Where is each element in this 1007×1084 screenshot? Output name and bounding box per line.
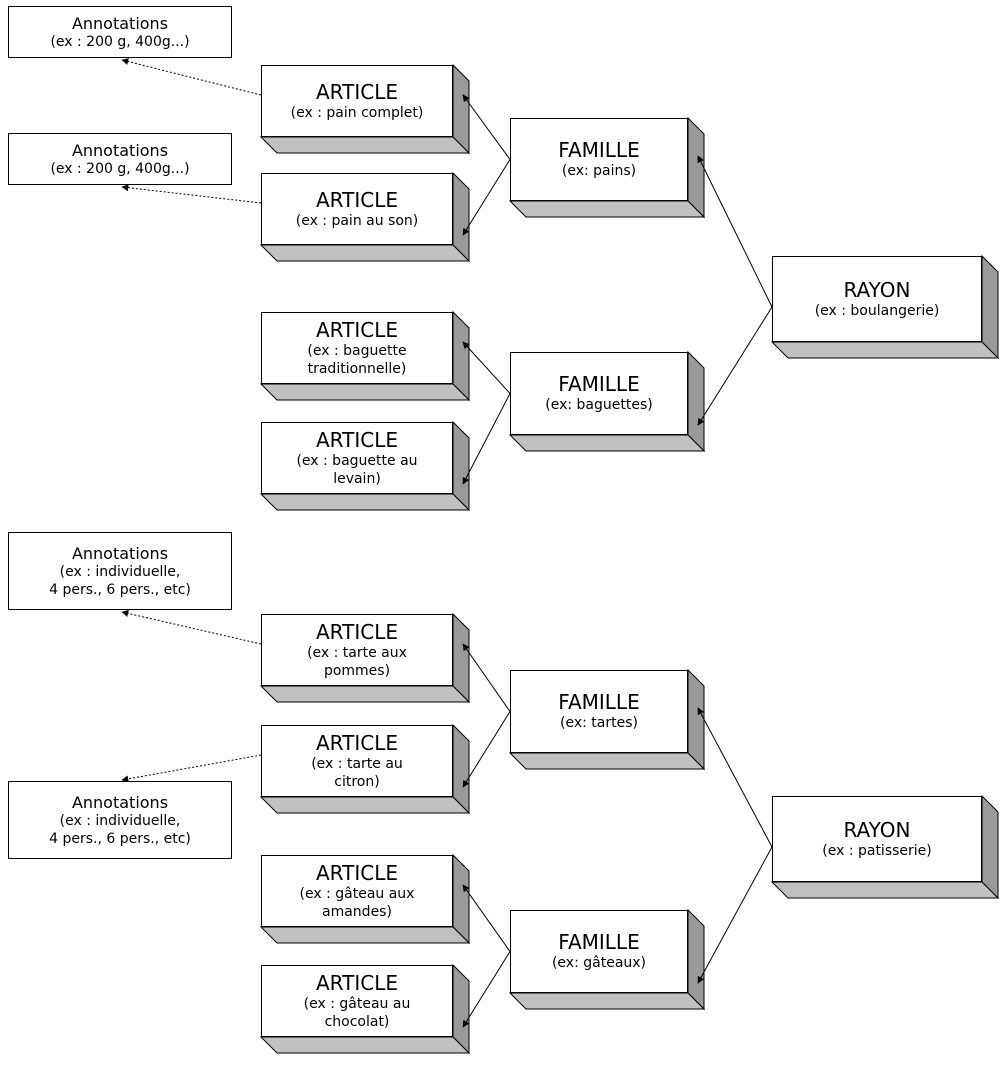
annotation-example: (ex : individuelle, 4 pers., 6 pers., et…	[49, 563, 191, 598]
box-bottom-face	[259, 493, 471, 511]
famille-article-link	[462, 951, 511, 1028]
article-box-pain-complet: ARTICLE (ex : pain complet)	[261, 65, 453, 137]
famille-article-link	[462, 711, 511, 788]
article-example: (ex : pain au son)	[295, 212, 419, 229]
box-bottom-face	[508, 752, 706, 770]
article-title: ARTICLE	[316, 970, 398, 995]
famille-title: FAMILLE	[558, 930, 640, 954]
annotation-title: Annotations	[71, 543, 169, 563]
rayon-example: (ex : boulangerie)	[814, 302, 940, 319]
rayon-title: RAYON	[843, 817, 911, 842]
article-example: (ex : tarte au citron)	[311, 755, 403, 790]
article-title: ARTICLE	[316, 860, 398, 885]
box-bottom-face	[259, 796, 471, 814]
box-bottom-face	[508, 434, 706, 452]
annotation-title: Annotations	[71, 140, 169, 160]
rayon-box-patisserie: RAYON (ex : patisserie)	[772, 796, 982, 882]
box-bottom-face	[770, 341, 1000, 359]
annotation-note-pain-au-son: Annotations (ex : 200 g, 400g...)	[8, 133, 232, 185]
famille-title: FAMILLE	[558, 372, 640, 396]
box-side-face	[687, 668, 705, 771]
rayon-example: (ex : patisserie)	[822, 842, 932, 859]
famille-box-tartes: FAMILLE (ex: tartes)	[510, 670, 688, 753]
annotation-note-tarte-aux-pommes: Annotations (ex : individuelle, 4 pers.,…	[8, 532, 232, 610]
box-bottom-face	[770, 881, 1000, 899]
box-bottom-face	[508, 992, 706, 1010]
article-box-pain-au-son: ARTICLE (ex : pain au son)	[261, 173, 453, 245]
famille-box-baguettes: FAMILLE (ex: baguettes)	[510, 352, 688, 435]
box-side-face	[687, 908, 705, 1011]
article-title: ARTICLE	[316, 187, 398, 212]
box-side-face	[687, 350, 705, 453]
box-side-face	[687, 116, 705, 219]
famille-article-link	[462, 94, 511, 160]
article-box-baguette-traditionnelle: ARTICLE (ex : baguette traditionnelle)	[261, 312, 453, 384]
famille-example: (ex: baguettes)	[545, 397, 653, 413]
article-annotation-link	[121, 58, 262, 96]
article-box-baguette-au-levain: ARTICLE (ex : baguette au levain)	[261, 422, 453, 494]
article-example: (ex : gâteau aux amandes)	[299, 885, 415, 920]
article-box-gateau-au-chocolat: ARTICLE (ex : gâteau au chocolat)	[261, 965, 453, 1037]
box-side-face	[981, 254, 999, 360]
box-bottom-face	[259, 1036, 471, 1054]
article-title: ARTICLE	[316, 730, 398, 755]
article-title: ARTICLE	[316, 79, 398, 104]
famille-article-link	[462, 341, 511, 394]
article-example: (ex : tarte aux pommes)	[307, 644, 407, 679]
article-title: ARTICLE	[316, 619, 398, 644]
box-bottom-face	[259, 136, 471, 154]
famille-title: FAMILLE	[558, 690, 640, 714]
rayon-famille-link	[697, 707, 773, 848]
annotation-example: (ex : 200 g, 400g...)	[50, 160, 190, 177]
article-box-gateau-aux-amandes: ARTICLE (ex : gâteau aux amandes)	[261, 855, 453, 927]
article-title: ARTICLE	[316, 317, 398, 342]
article-example: (ex : baguette au levain)	[296, 452, 418, 487]
rayon-famille-link	[697, 846, 773, 984]
famille-box-pains: FAMILLE (ex: pains)	[510, 118, 688, 201]
annotation-example: (ex : individuelle, 4 pers., 6 pers., et…	[49, 812, 191, 847]
article-annotation-link	[121, 754, 262, 783]
box-bottom-face	[259, 383, 471, 401]
famille-example: (ex: tartes)	[560, 715, 638, 731]
box-bottom-face	[259, 244, 471, 262]
box-bottom-face	[508, 200, 706, 218]
rayon-title: RAYON	[843, 277, 911, 302]
annotation-title: Annotations	[71, 792, 169, 812]
famille-example: (ex: gâteaux)	[551, 955, 647, 971]
rayon-famille-link	[697, 155, 773, 308]
article-example: (ex : baguette traditionnelle)	[307, 342, 407, 377]
article-example: (ex : pain complet)	[290, 104, 424, 121]
box-side-face	[981, 794, 999, 900]
annotation-note-pain-complet: Annotations (ex : 200 g, 400g...)	[8, 6, 232, 58]
article-example: (ex : gâteau au chocolat)	[303, 995, 411, 1030]
article-annotation-link	[121, 610, 262, 645]
article-box-tarte-au-citron: ARTICLE (ex : tarte au citron)	[261, 725, 453, 797]
famille-article-link	[462, 643, 511, 712]
box-bottom-face	[259, 685, 471, 703]
rayon-box-boulangerie: RAYON (ex : boulangerie)	[772, 256, 982, 342]
famille-box-gateaux: FAMILLE (ex: gâteaux)	[510, 910, 688, 993]
famille-title: FAMILLE	[558, 138, 640, 162]
famille-article-link	[462, 884, 511, 952]
annotation-example: (ex : 200 g, 400g...)	[50, 33, 190, 50]
article-annotation-link	[121, 184, 262, 204]
famille-article-link	[462, 393, 511, 485]
rayon-famille-link	[697, 306, 773, 426]
article-title: ARTICLE	[316, 427, 398, 452]
famille-article-link	[462, 159, 511, 236]
famille-example: (ex: pains)	[561, 163, 637, 179]
annotation-note-tarte-au-citron: Annotations (ex : individuelle, 4 pers.,…	[8, 781, 232, 859]
box-bottom-face	[259, 926, 471, 944]
annotation-title: Annotations	[71, 13, 169, 33]
article-box-tarte-aux-pommes: ARTICLE (ex : tarte aux pommes)	[261, 614, 453, 686]
